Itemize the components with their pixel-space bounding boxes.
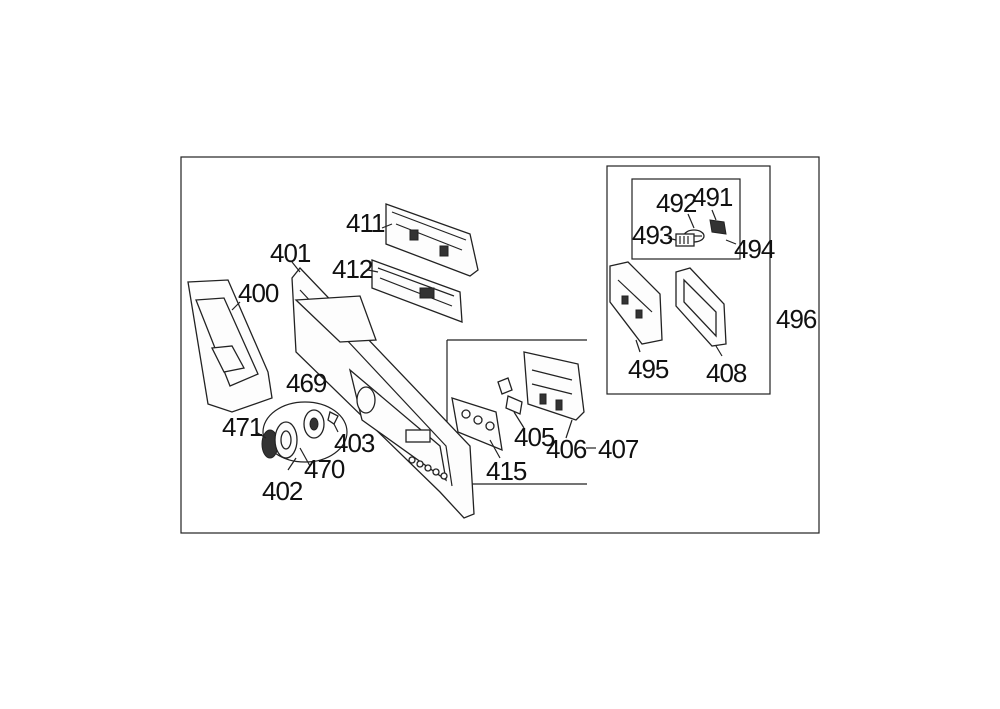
label-494: 494 [734,234,775,264]
label-408: 408 [706,358,747,388]
leader-lines [231,209,737,471]
label-407: 407 [598,434,639,464]
label-493: 493 [632,220,673,250]
label-402: 402 [262,476,303,506]
part-495-shape [609,261,663,345]
label-411: 411 [346,208,385,238]
label-403: 403 [334,428,375,458]
part-493-shape [675,233,695,247]
part-401-shape [291,267,475,519]
label-491: 491 [692,182,733,212]
label-471: 471 [222,412,263,442]
part-415-shape [451,397,503,452]
label-469: 469 [286,368,327,398]
label-492: 492 [656,188,697,218]
assembly-496-frame [606,165,771,395]
knob-group-ellipse [262,401,348,463]
part-469-shape [303,409,325,439]
label-401: 401 [270,238,311,268]
label-412: 412 [332,254,373,284]
outer-frame [180,156,820,534]
part-403-shape [327,411,339,425]
part-400-shape [187,279,273,413]
label-470: 470 [304,454,345,484]
label-406: 406 [546,434,587,464]
part-412-shape [371,259,463,323]
label-495: 495 [628,354,669,384]
label-496: 496 [776,304,817,334]
part-408-shape [675,267,727,347]
part-405-shape [497,377,523,415]
part-411-shape [385,203,479,277]
part-406-shape [523,351,585,421]
part-470-shape [274,421,298,459]
part-491-shape [709,219,727,235]
assembly-494-frame [631,178,741,260]
label-405: 405 [514,422,555,452]
label-400: 400 [238,278,279,308]
label-415: 415 [486,456,527,486]
